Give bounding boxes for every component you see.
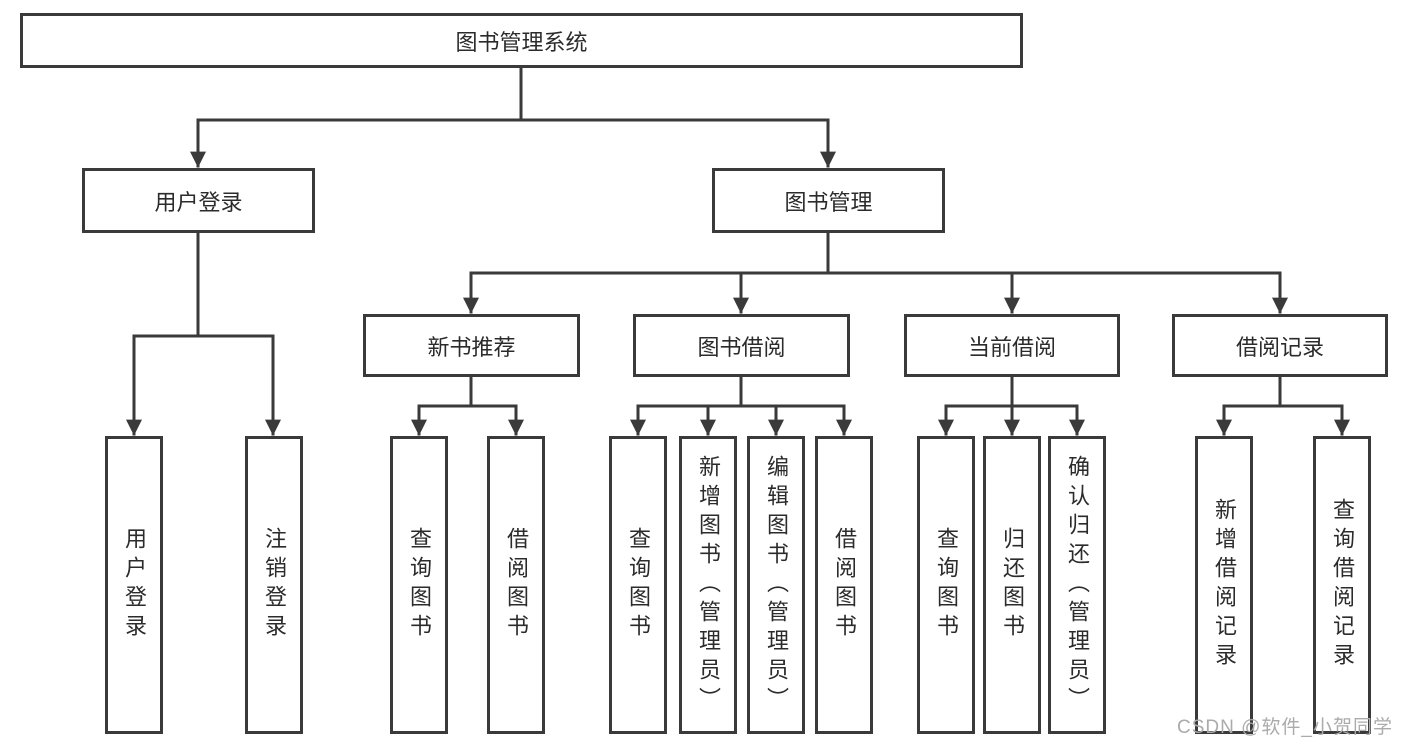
csdn-watermark: CSDN @软件_小贺同学 [1177,717,1393,738]
leaf-label: 归还图书 [1000,527,1025,643]
leaf-label: 编辑图书（管理员） [764,454,789,716]
node-current-borrow: 当前借阅 [904,314,1120,377]
node-label: 图书管理 [784,189,873,215]
leaf-label: 注销登录 [262,527,287,643]
leaf-label: 借阅图书 [832,527,857,643]
node-book-management: 图书管理 [712,168,945,233]
leaf-label: 确认归还（管理员） [1065,454,1090,716]
leaf-query-borrow-record: 查询借阅记录 [1313,436,1371,734]
leaf-return-book: 归还图书 [983,436,1041,734]
leaf-label: 查询图书 [626,527,651,643]
leaf-query-book-recommend: 查询图书 [390,436,448,734]
leaf-query-book-borrow: 查询图书 [609,436,667,734]
leaf-label: 新增借阅记录 [1212,498,1237,672]
node-label: 当前借阅 [967,334,1056,360]
leaf-edit-book-admin: 编辑图书（管理员） [747,436,805,734]
node-library-management-system: 图书管理系统 [20,13,1023,68]
node-label: 新书推荐 [427,334,516,360]
node-new-book-recommend: 新书推荐 [363,314,580,377]
node-borrow-record: 借阅记录 [1172,314,1388,377]
leaf-label: 查询借阅记录 [1330,498,1355,672]
node-label: 用户登录 [154,189,243,215]
leaf-query-book-current: 查询图书 [917,436,975,734]
leaf-label: 新增图书（管理员） [696,454,721,716]
leaf-label: 借阅图书 [504,527,529,643]
node-book-borrow: 图书借阅 [633,314,850,377]
leaf-user-login: 用户登录 [105,436,163,734]
node-label: 图书管理系统 [455,29,588,55]
leaf-label: 查询图书 [407,527,432,643]
leaf-logout: 注销登录 [245,436,303,734]
leaf-confirm-return-admin: 确认归还（管理员） [1048,436,1106,734]
leaf-add-book-admin: 新增图书（管理员） [679,436,737,734]
leaf-label: 用户登录 [122,527,147,643]
leaf-borrow-book-recommend: 借阅图书 [487,436,545,734]
leaf-label: 查询图书 [934,527,959,643]
leaf-borrow-book: 借阅图书 [815,436,873,734]
node-label: 图书借阅 [697,334,786,360]
leaf-add-borrow-record: 新增借阅记录 [1195,436,1253,734]
node-user-login: 用户登录 [82,168,315,233]
node-label: 借阅记录 [1235,334,1324,360]
